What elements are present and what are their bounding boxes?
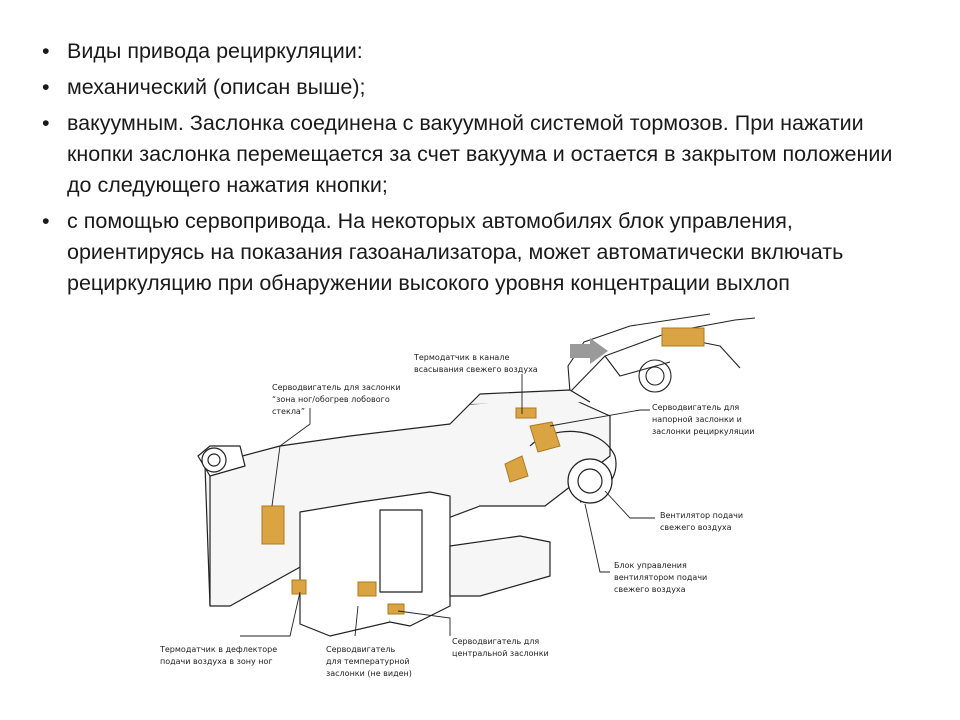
hvac-housing xyxy=(197,389,617,637)
bullet-dot: • xyxy=(42,39,50,63)
label-fan-ctrl-line1: Блок управления xyxy=(614,561,687,570)
bullet-list: • Виды привода рециркуляции: • механически… xyxy=(40,36,920,304)
bullet-dot: • xyxy=(42,111,50,135)
label-fan-ctrl-line2: вентилятором подачи xyxy=(614,573,707,582)
label-servo-temp-line1: Серводвигатель xyxy=(326,645,395,654)
bullet-text: вакуумным. Заслонка соединена с вакуумно… xyxy=(67,111,893,197)
bullet-text: Виды привода рециркуляции: xyxy=(67,39,363,63)
bullet-dot: • xyxy=(42,75,50,99)
label-servo-foot-line2: “зона ног/обогрев лобового xyxy=(272,395,390,404)
bullet-item: • Виды привода рециркуляции: xyxy=(40,36,920,67)
label-servo-temp-line3: заслонки (не виден) xyxy=(326,669,412,678)
leader-lines xyxy=(240,374,655,637)
bullet-item: • вакуумным. Заслонка соединена с вакуумн… xyxy=(40,108,920,201)
label-sensor-intake-line1: Термодатчик в канале xyxy=(413,353,509,362)
label-sensor-foot-line1: Термодатчик в дефлекторе xyxy=(159,645,277,654)
label-servo-temp-line2: для температурной xyxy=(326,657,410,666)
bullet-item: • механический (описан выше); xyxy=(40,72,920,103)
label-fan-line1: Вентилятор подачи xyxy=(660,511,743,520)
hvac-diagram: Термодатчик в канале всасывания свежего … xyxy=(150,306,770,710)
label-sensor-intake-line2: всасывания свежего воздуха xyxy=(414,365,538,374)
bullet-text: механический (описан выше); xyxy=(67,75,366,99)
servo-highlights xyxy=(261,407,561,615)
label-servo-foot-line1: Серводвигатель для заслонки xyxy=(272,383,401,392)
label-servo-foot-line3: стекла” xyxy=(272,407,305,416)
label-fan-ctrl-line3: свежего воздуха xyxy=(614,585,686,594)
label-sensor-foot-line2: подачи воздуха в зону ног xyxy=(160,657,273,666)
label-servo-recirc-line2: напорной заслонки и xyxy=(652,415,742,424)
label-servo-recirc-line1: Серводвигатель для xyxy=(652,403,739,412)
bullet-dot: • xyxy=(42,209,50,233)
bullet-text: с помощью сервопривода. На некоторых авт… xyxy=(67,209,844,295)
label-servo-central-line1: Серводвигатель для xyxy=(452,637,539,646)
car-airflow-arrow xyxy=(570,327,705,364)
label-servo-recirc-line3: заслонки рециркуляции xyxy=(652,427,754,436)
label-servo-central-line2: центральной заслонки xyxy=(452,649,549,658)
bullet-item: • с помощью сервопривода. На некоторых ав… xyxy=(40,206,920,299)
hvac-diagram-svg: Термодатчик в канале всасывания свежего … xyxy=(159,313,756,678)
diagram-labels: Термодатчик в канале всасывания свежего … xyxy=(159,353,754,678)
label-fan-line2: свежего воздуха xyxy=(660,523,732,532)
